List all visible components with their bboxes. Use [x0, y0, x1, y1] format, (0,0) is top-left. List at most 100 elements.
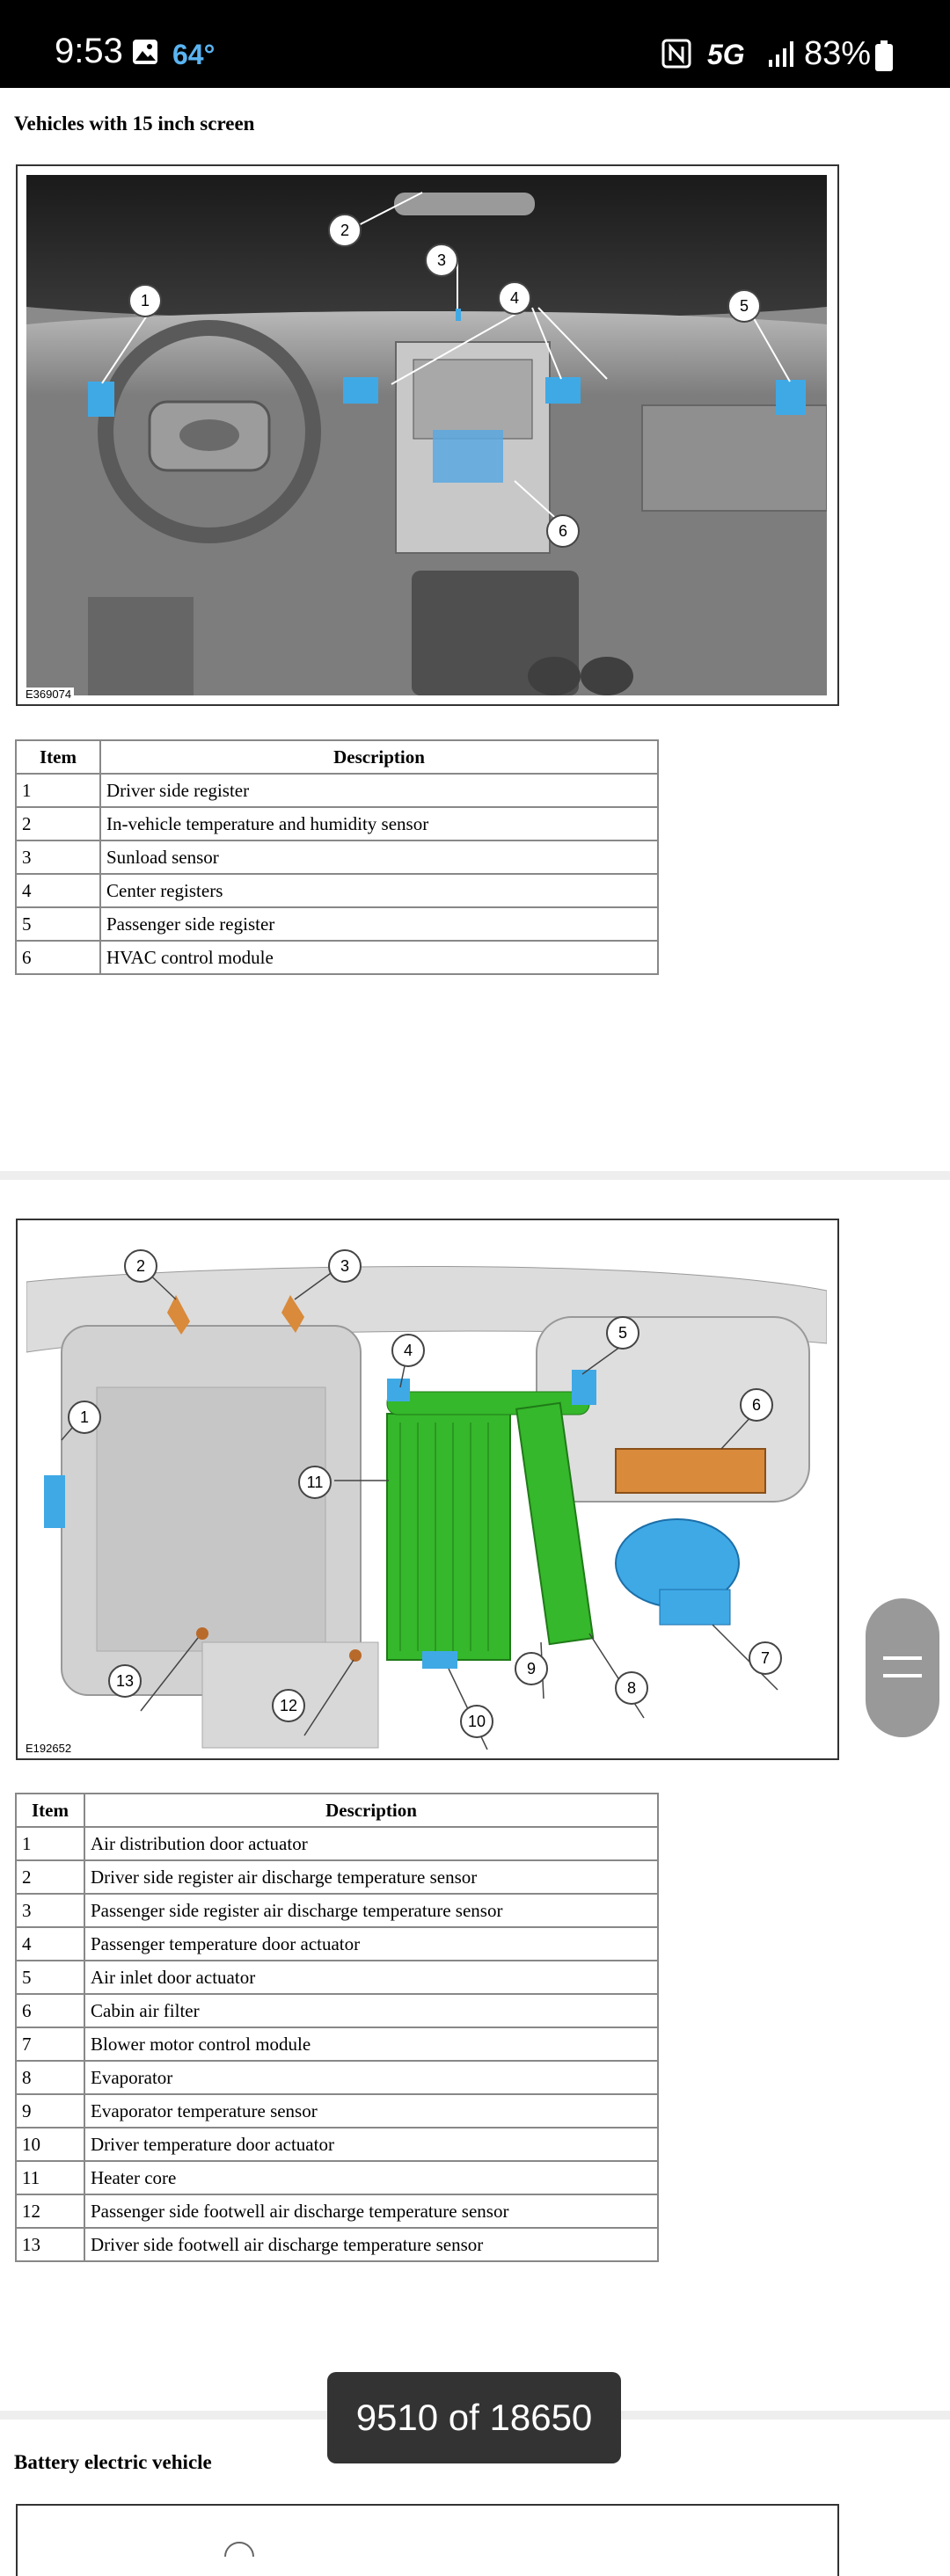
callout-6: 6	[546, 514, 580, 548]
callout-1: 1	[128, 284, 162, 317]
table-cell-description: Driver side register air discharge tempe…	[84, 1859, 659, 1895]
figure-code: E192652	[23, 1742, 75, 1755]
hvac-figure: 1 2 3 4 5 6 7 8 9 10 11 12 13 E192652	[16, 1219, 839, 1760]
table-cell-item: 13	[15, 2227, 85, 2262]
table-cell-description: Driver side register	[99, 773, 659, 808]
table-cell-description: Air distribution door actuator	[84, 1826, 659, 1861]
callout-5: 5	[606, 1316, 639, 1350]
callout-5: 5	[727, 289, 761, 323]
table-cell-item: 4	[15, 1926, 85, 1961]
table-cell-description: Driver side footwell air discharge tempe…	[84, 2227, 659, 2262]
table-cell-item: 10	[15, 2127, 85, 2162]
callout-13: 13	[108, 1664, 142, 1698]
callout-2: 2	[328, 214, 362, 247]
callout-2: 2	[124, 1249, 157, 1283]
driver-register-graphic	[88, 382, 114, 417]
table-header-description: Description	[99, 739, 659, 775]
status-battery-percent: 83%	[804, 35, 872, 72]
table-cell-description: Center registers	[99, 873, 659, 908]
table-cell-description: Cabin air filter	[84, 1993, 659, 2028]
table-cell-item: 5	[15, 1960, 85, 1995]
table-cell-description: Passenger side register air discharge te…	[84, 1893, 659, 1928]
table-cell-item: 9	[15, 2093, 85, 2128]
table-header-row: Item Description	[15, 739, 659, 775]
table-cell-item: 1	[15, 773, 101, 808]
table-cell-item: 3	[15, 1893, 85, 1928]
gallery-icon	[133, 40, 157, 64]
table-cell-description: Evaporator temperature sensor	[84, 2093, 659, 2128]
status-bar: 9:53 64° 5G 83%	[0, 0, 950, 88]
signal-icon	[769, 41, 793, 67]
status-time: 9:53	[55, 32, 123, 70]
table-cell-item: 6	[15, 1993, 85, 2028]
table-cell-item: 12	[15, 2194, 85, 2229]
table-cell-item: 5	[15, 906, 101, 942]
section-15-inch-screen: Vehicles with 15 inch screen	[0, 88, 950, 1171]
callout-3: 3	[328, 1249, 362, 1283]
callout-7: 7	[749, 1641, 782, 1675]
table-cell-item: 11	[15, 2160, 85, 2195]
section-hvac-components: 1 2 3 4 5 6 7 8 9 10 11 12 13 E192652 It…	[0, 1180, 950, 2411]
table-cell-item: 2	[15, 806, 101, 841]
table-cell-item: 4	[15, 873, 101, 908]
page-counter: 9510 of 18650	[327, 2372, 621, 2463]
section-heading: Vehicles with 15 inch screen	[14, 113, 255, 135]
table-cell-description: Air inlet door actuator	[84, 1960, 659, 1995]
table-header-description: Description	[84, 1793, 659, 1828]
status-temperature: 64°	[172, 39, 216, 70]
battery-icon	[875, 40, 893, 71]
table-cell-item: 8	[15, 2060, 85, 2095]
table-cell-description: Passenger side footwell air discharge te…	[84, 2194, 659, 2229]
table-cell-item: 7	[15, 2027, 85, 2062]
table-cell-item: 3	[15, 840, 101, 875]
callout-9: 9	[515, 1652, 548, 1685]
table-cell-description: Sunload sensor	[99, 840, 659, 875]
dashboard-figure: 1 2 3 4 5 6 E369074	[16, 164, 839, 706]
callout-10: 10	[460, 1705, 493, 1738]
table-cell-item: 2	[15, 1859, 85, 1895]
table-cell-description: Evaporator	[84, 2060, 659, 2095]
table-cell-description: In-vehicle temperature and humidity sens…	[99, 806, 659, 841]
table-cell-description: Heater core	[84, 2160, 659, 2195]
table-cell-description: Passenger temperature door actuator	[84, 1926, 659, 1961]
scroll-handle-icon[interactable]	[866, 1598, 939, 1737]
table-cell-description: Driver temperature door actuator	[84, 2127, 659, 2162]
callout-8: 8	[615, 1671, 648, 1705]
callout-12: 12	[272, 1689, 305, 1722]
battery-figure-partial	[16, 2504, 839, 2576]
callout-4: 4	[391, 1334, 425, 1367]
section-heading: Battery electric vehicle	[14, 2451, 212, 2473]
figure-code: E369074	[23, 688, 75, 701]
callout-partial-icon	[224, 2542, 254, 2557]
table-cell-description: Passenger side register	[99, 906, 659, 942]
callout-3: 3	[425, 244, 458, 277]
table-cell-item: 6	[15, 940, 101, 975]
hvac-illustration	[26, 1229, 827, 1750]
callout-11: 11	[298, 1466, 332, 1499]
table-header-item: Item	[15, 739, 101, 775]
section-divider	[0, 1171, 950, 1180]
callout-1: 1	[68, 1401, 101, 1434]
nfc-icon	[661, 39, 691, 69]
